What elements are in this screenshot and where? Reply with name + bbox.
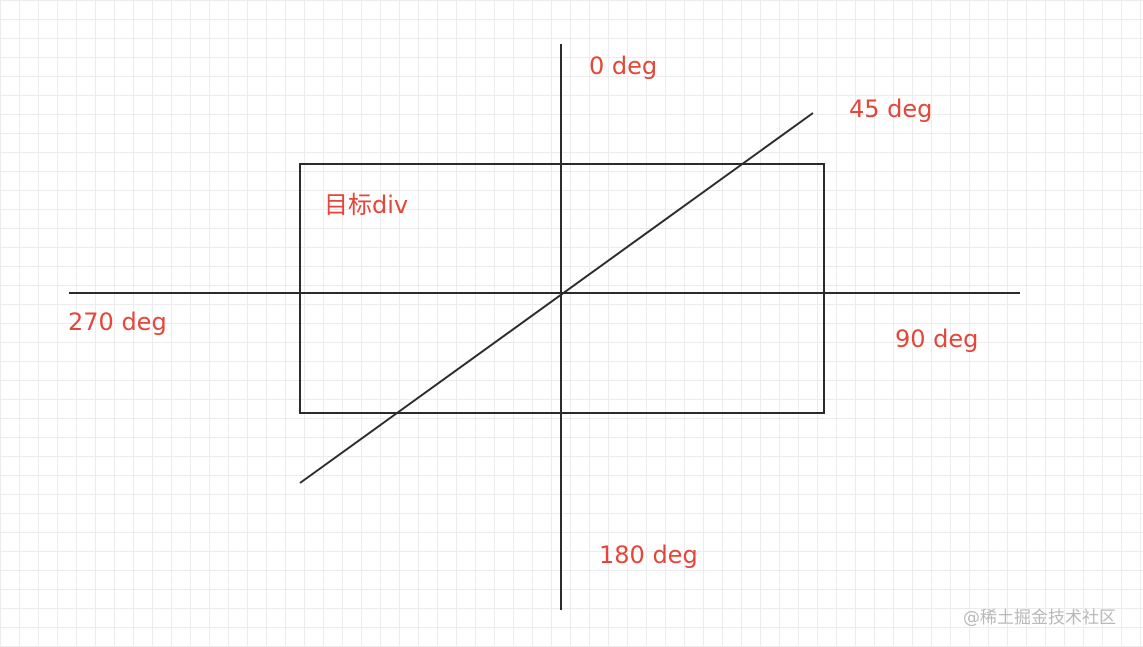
label-45-deg: 45 deg: [849, 95, 933, 123]
watermark-text: @稀土掘金技术社区: [963, 608, 1116, 628]
diagonal-45-line: [299, 112, 814, 484]
label-270-deg: 270 deg: [68, 308, 167, 336]
label-target-div: 目标div: [324, 191, 409, 219]
label-180-deg: 180 deg: [599, 541, 698, 569]
label-90-deg: 90 deg: [895, 325, 979, 353]
label-0-deg: 0 deg: [589, 52, 658, 80]
